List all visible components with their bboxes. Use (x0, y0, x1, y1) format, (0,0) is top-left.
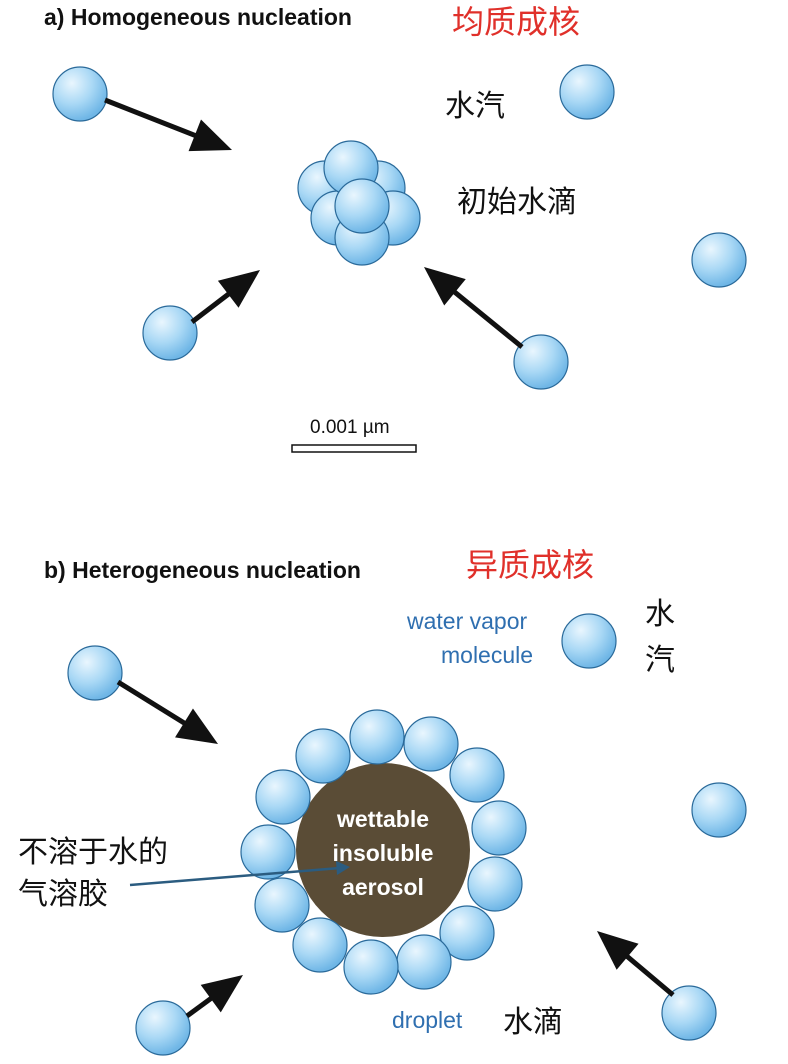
panel-a-molecules (52, 64, 747, 390)
panel-a-vapor-label-cn: 水汽 (445, 89, 505, 124)
vapor-arrow (190, 270, 260, 324)
droplet-label-cn: 水滴 (503, 1005, 563, 1040)
droplet-molecule (292, 917, 348, 973)
vapor-molecule (52, 66, 108, 122)
droplet-molecule (403, 716, 459, 772)
panel-b-heading: b) Heterogeneous nucleation (44, 557, 361, 583)
panel-a-heading: a) Homogeneous nucleation (44, 4, 352, 30)
vapor-label-cn-line1: 水 (645, 597, 675, 632)
panel-b-arrows (116, 679, 675, 1019)
panel-a-arrows (104, 97, 524, 349)
vapor-arrow (116, 679, 218, 744)
vapor-molecule (513, 334, 569, 390)
droplet-molecule (449, 747, 505, 803)
vapor-arrow (597, 931, 675, 997)
droplet-label: droplet (392, 1007, 463, 1033)
droplet-molecule (467, 856, 523, 912)
droplet-molecule (349, 709, 405, 765)
panel-a-heading-cn: 均质成核 (452, 3, 581, 41)
droplet-molecule (471, 800, 527, 856)
vapor-arrow (424, 267, 524, 349)
aerosol-pointer-arrow (129, 861, 350, 887)
vapor-molecule (561, 613, 617, 669)
vapor-molecule (559, 64, 615, 120)
aerosol-label-cn-line1: 不溶于水的 (18, 835, 168, 870)
vapor-molecule-label-line2: molecule (441, 642, 534, 668)
vapor-molecule (142, 305, 198, 361)
droplet-molecule (343, 939, 399, 995)
vapor-molecule (691, 232, 747, 288)
vapor-arrow (104, 97, 232, 152)
panel-a-embryo-label-cn: 初始水滴 (457, 185, 577, 220)
aerosol-label-cn-line2: 气溶胶 (18, 877, 108, 912)
aerosol-particle (296, 763, 470, 937)
droplet-molecule (295, 728, 351, 784)
vapor-molecule (661, 985, 717, 1041)
vapor-label-cn-line2: 汽 (645, 643, 675, 678)
droplet-molecule (254, 877, 310, 933)
aerosol-label-line1: wettable (336, 806, 430, 832)
aerosol-label-line3: aerosol (342, 874, 424, 900)
vapor-arrow (185, 975, 243, 1019)
scale-bar (291, 444, 417, 453)
panel-b-heading-cn: 异质成核 (466, 546, 595, 584)
vapor-molecule-label-line1: water vapor (407, 608, 528, 634)
droplet-molecule (240, 824, 296, 880)
droplet-molecule (255, 769, 311, 825)
panel-b-molecules (67, 613, 747, 1056)
droplet-molecule (439, 905, 495, 961)
vapor-molecule (67, 645, 123, 701)
vapor-molecule (691, 782, 747, 838)
aerosol-label-line2: insoluble (332, 840, 434, 866)
scale-bar-label: 0.001 µm (310, 417, 390, 438)
embryo-molecule (334, 178, 390, 234)
droplet-molecule (396, 934, 452, 990)
vapor-molecule (135, 1000, 191, 1056)
